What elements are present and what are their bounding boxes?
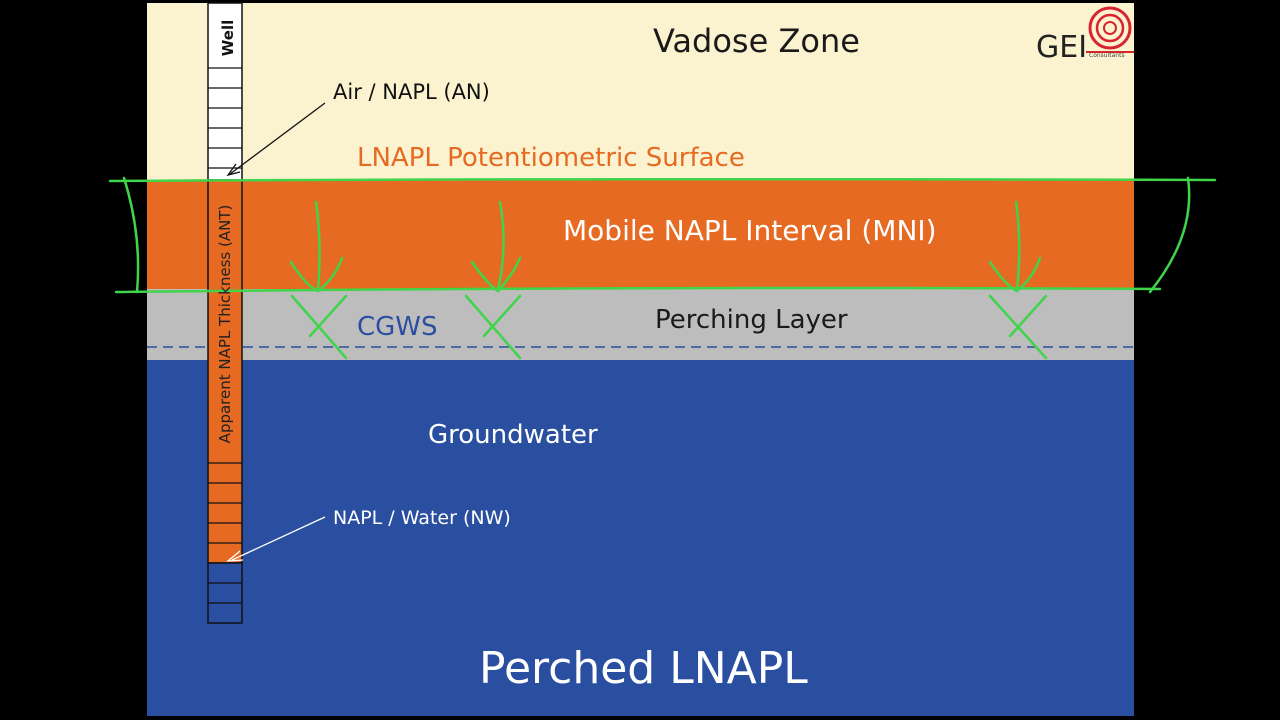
annotation-cross-1 — [290, 294, 348, 360]
air-napl-label: Air / NAPL (AN) — [333, 80, 490, 104]
logo-text: GEI — [1036, 30, 1088, 65]
apparent-napl-thickness-label: Apparent NAPL Thickness (ANT) — [216, 204, 234, 444]
logo-mark — [1086, 6, 1134, 53]
potentiometric-surface-label: LNAPL Potentiometric Surface — [357, 143, 745, 173]
annotation-right-bracket — [1148, 176, 1191, 294]
air-napl-leader — [229, 102, 326, 175]
leader-arrows — [226, 102, 326, 177]
mobile-napl-interval-layer — [147, 180, 1134, 289]
green-annotation — [108, 176, 1217, 360]
perching-layer — [147, 289, 1134, 360]
logo-subtext: Consultants — [1089, 52, 1125, 59]
vadose-zone-label: Vadose Zone — [653, 22, 860, 60]
mobile-napl-interval-label: Mobile NAPL Interval (MNI) — [563, 214, 937, 247]
napl-water-label: NAPL / Water (NW) — [333, 507, 511, 529]
groundwater-label: Groundwater — [428, 420, 598, 450]
ant-label-box: Apparent NAPL Thickness (ANT) — [208, 190, 242, 458]
annotation-left-bracket — [122, 176, 140, 294]
napl-water-leader — [231, 516, 326, 561]
well-label-box: Well — [214, 10, 242, 66]
annotation-cross-2 — [464, 294, 522, 360]
annotation-arrow-1 — [314, 200, 321, 292]
diagram-title: Perched LNAPL — [479, 643, 808, 694]
vadose-zone-layer — [147, 3, 1134, 180]
cgws-label: CGWS — [357, 312, 438, 342]
well-label: Well — [219, 19, 237, 57]
groundwater-layer — [147, 360, 1134, 716]
well — [207, 2, 243, 624]
annotation-bottom-line — [114, 286, 1162, 294]
perching-layer-label: Perching Layer — [655, 305, 848, 335]
annotation-cross-3 — [988, 294, 1048, 360]
annotation-top-line — [108, 177, 1217, 183]
